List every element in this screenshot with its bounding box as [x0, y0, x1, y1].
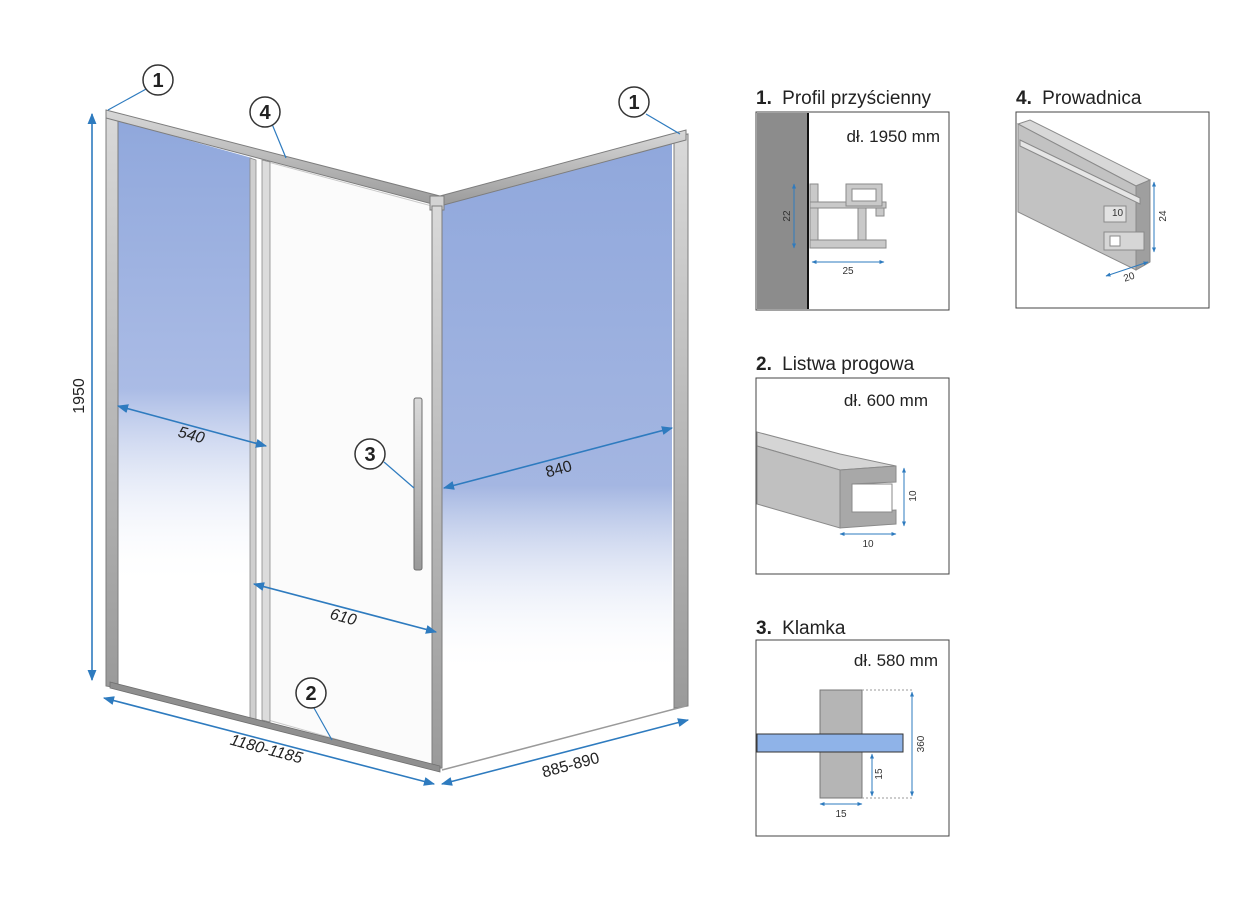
svg-text:1: 1: [152, 70, 163, 92]
dim-front-total: 1180-1185: [228, 732, 304, 768]
svg-text:3: 3: [364, 444, 375, 466]
handle-glass-section: [756, 733, 904, 753]
threshold-3d: [756, 431, 897, 529]
detail-guide-rail-number: 4.: [1016, 88, 1032, 109]
corner-post: [431, 205, 443, 769]
callout-3: 3: [354, 438, 386, 470]
dim-door: 610: [328, 606, 358, 629]
left-wall-profile: [105, 111, 119, 689]
detail-wall-profile: 1. Profil przyścienny dł. 1950 mm 22 25: [755, 88, 950, 311]
detail-handle-length: dł. 580 mm: [854, 651, 938, 670]
wall-profile-dim-width: 25: [842, 266, 854, 277]
svg-text:3. Klamka: 3. Klamka: [756, 618, 846, 639]
svg-text:1. Profil przyścienny: 1. Profil przyścienny: [756, 88, 932, 109]
detail-guide-rail: 4. Prowadnica 10 24 20: [1015, 88, 1210, 309]
right-wall-profile: [673, 133, 689, 709]
handle-dim-width: 15: [835, 809, 847, 820]
dim-height: 1950: [71, 378, 88, 414]
detail-handle-title: Klamka: [782, 618, 846, 639]
svg-text:2: 2: [305, 683, 316, 705]
threshold-dim-height: 10: [908, 490, 919, 502]
guide-rail-dim-width: 20: [1122, 271, 1136, 285]
door-edge-profile-left: [261, 159, 271, 723]
side-glass-panel: [442, 140, 672, 768]
handle-dim-depth: 15: [874, 768, 885, 780]
door-handle: [413, 397, 423, 571]
detail-threshold: 2. Listwa progowa dł. 600 mm 10 10: [755, 354, 950, 575]
detail-guide-rail-title: Prowadnica: [1042, 88, 1142, 109]
svg-text:4. Prowadnica: 4. Prowadnica: [1016, 88, 1142, 109]
wall-profile-section: [809, 183, 887, 249]
fixed-panel-edge-profile: [249, 157, 257, 721]
dimension-lines: [87, 87, 690, 786]
svg-text:2. Listwa progowa: 2. Listwa progowa: [756, 354, 915, 375]
svg-text:1: 1: [628, 92, 639, 114]
guide-rail-dim-inner: 10: [1112, 208, 1124, 219]
detail-handle-number: 3.: [756, 618, 772, 639]
dim-fixed-panel: 540: [176, 424, 206, 447]
detail-handle: 3. Klamka dł. 580 mm 360 15 15: [755, 618, 950, 837]
fixed-glass-panel: [116, 120, 252, 718]
guide-rail-3d: [1016, 119, 1152, 271]
detail-wall-profile-number: 1.: [756, 88, 772, 109]
guide-rail-dim-height: 24: [1158, 210, 1169, 222]
dim-side-panel: 840: [544, 458, 574, 481]
detail-wall-profile-length: dł. 1950 mm: [846, 127, 940, 146]
handle-dim-length: 360: [916, 735, 927, 752]
sliding-door-glass: [267, 161, 433, 767]
wall-profile-dim-height: 22: [782, 210, 793, 222]
callout-1-right: 1: [618, 86, 650, 118]
detail-wall-profile-title: Profil przyścienny: [782, 88, 931, 109]
detail-threshold-number: 2.: [756, 354, 772, 375]
threshold-dim-width: 10: [862, 539, 874, 550]
wall-section: [757, 113, 807, 309]
svg-text:4: 4: [259, 102, 271, 124]
dim-side-total: 885-890: [540, 750, 601, 782]
detail-threshold-title: Listwa progowa: [782, 354, 914, 375]
callout-2: 2: [295, 677, 327, 709]
detail-threshold-length: dł. 600 mm: [844, 391, 928, 410]
callout-1-left: 1: [142, 64, 174, 96]
callout-4: 4: [249, 96, 281, 128]
